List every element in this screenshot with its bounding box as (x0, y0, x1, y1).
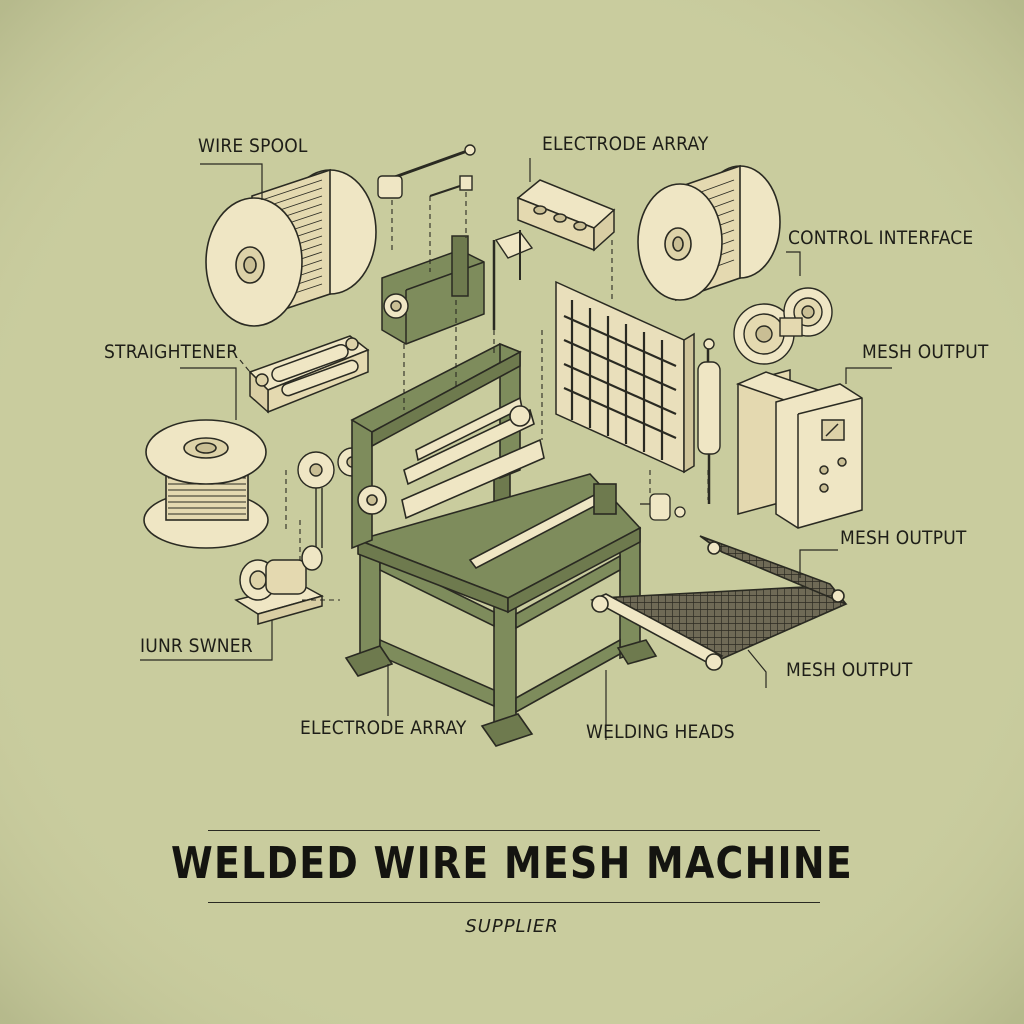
label-mesh-output-3: MESH OUTPUT (786, 659, 913, 681)
diagram-title: WELDED WIRE MESH MACHINE (170, 838, 854, 889)
label-mesh-output-2: MESH OUTPUT (840, 527, 967, 549)
piston-icon (697, 338, 721, 504)
linkage-parts (377, 144, 534, 330)
leader-dashes (239, 192, 709, 601)
diagram-subtitle: SUPPLIER (465, 916, 559, 937)
label-wire-spool: WIRE SPOOL (198, 135, 308, 157)
valve-icon (640, 493, 686, 521)
title-rule-top (208, 830, 820, 831)
electrode-block-icon (516, 179, 616, 252)
label-electrode-array-top: ELECTRODE ARRAY (542, 133, 709, 155)
label-control-interface: CONTROL INTERFACE (788, 227, 973, 249)
conveyor-icon (590, 535, 848, 671)
clamp-assembly-icon (381, 235, 485, 345)
title-rule-bottom (208, 902, 820, 903)
motor-icon (234, 545, 324, 625)
control-box-icon (735, 369, 863, 529)
gear-icon (733, 287, 833, 365)
label-straightener: STRAIGHTENER (104, 341, 238, 363)
label-iunr-swner: IUNR SWNER (140, 635, 253, 657)
machine-frame-icon (344, 342, 658, 747)
straightener-icon (248, 335, 370, 414)
label-mesh-output-1: MESH OUTPUT (862, 341, 989, 363)
label-electrode-array-bottom: ELECTRODE ARRAY (300, 717, 467, 739)
electrode-grid-panel (555, 280, 695, 474)
wire-spool-icon (143, 419, 269, 549)
wire-spool-icon (205, 168, 377, 327)
label-leaders (140, 158, 892, 740)
wire-spool-icon (637, 164, 781, 302)
label-welding-heads: WELDING HEADS (586, 721, 735, 743)
